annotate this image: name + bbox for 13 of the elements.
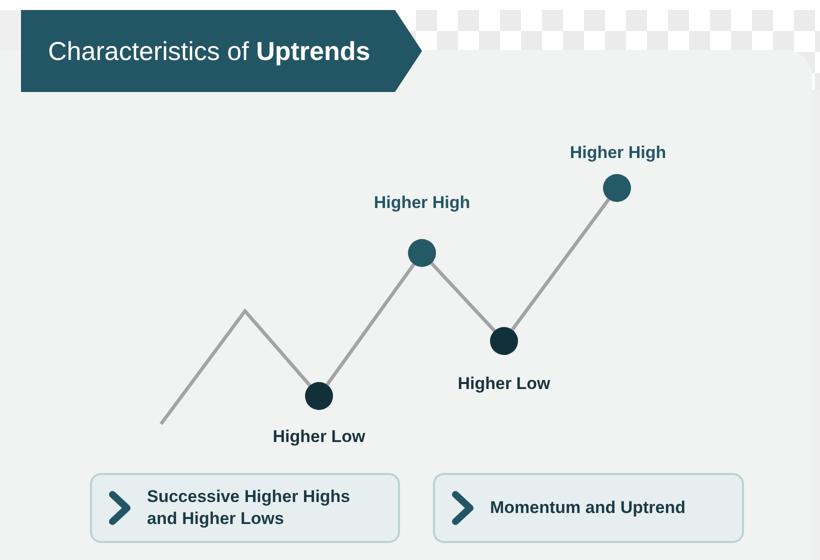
trend-line <box>510 198 610 331</box>
trend-line <box>326 263 416 386</box>
card-text: Successive Higher Highs and Higher Lows <box>147 486 352 530</box>
card-text: Momentum and Uptrend <box>490 496 686 519</box>
diagram-title: Characteristics of Uptrends <box>48 36 370 66</box>
point-label: Higher Low <box>272 427 366 447</box>
trend-line <box>430 262 496 332</box>
point-label: Higher High <box>570 143 666 163</box>
point-label: Higher Low <box>458 374 550 394</box>
trend-line <box>160 308 312 426</box>
info-card <box>433 473 744 543</box>
point-label: Higher High <box>374 193 470 213</box>
info-card <box>90 473 400 543</box>
